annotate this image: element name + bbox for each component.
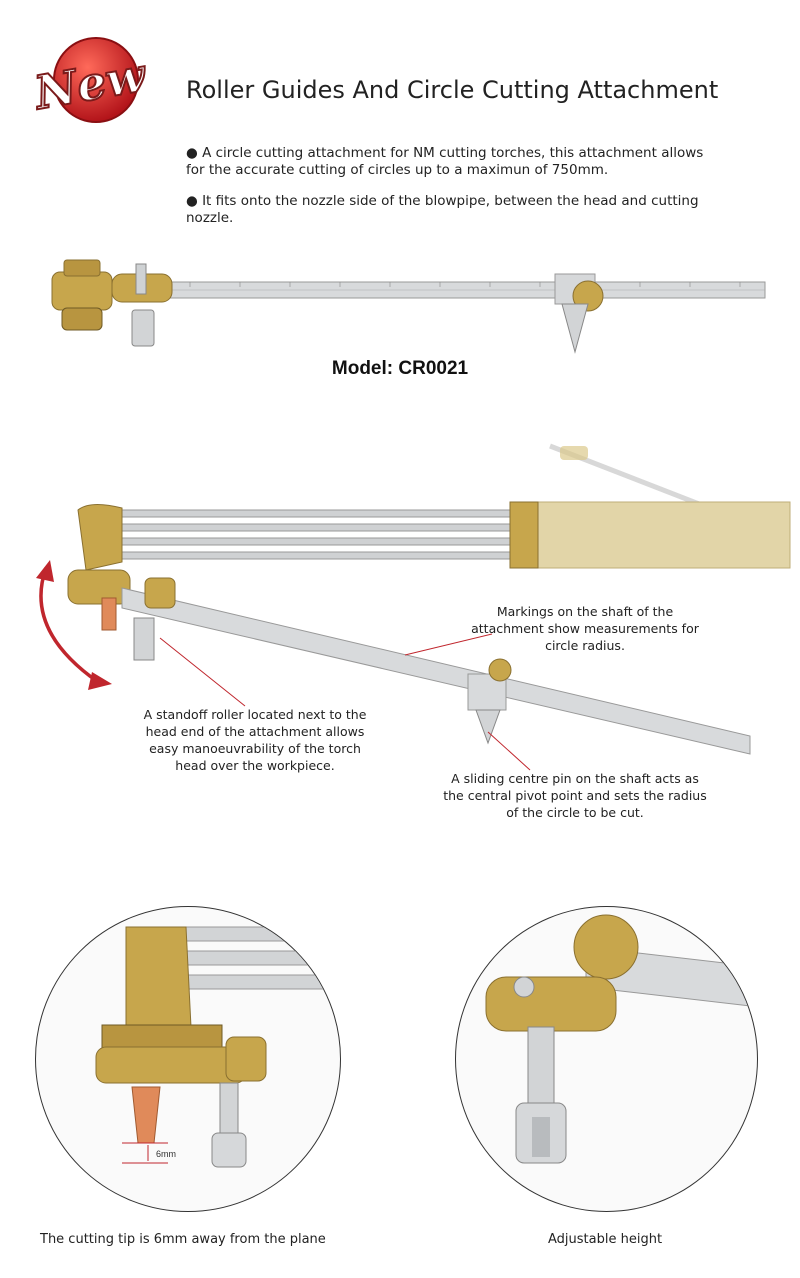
new-badge-graphic: New: [28, 37, 152, 123]
cutting-tip-illustration: 6mm: [95, 926, 340, 1168]
new-badge: New: [28, 30, 153, 125]
measure-label-6mm: 6mm: [156, 1149, 176, 1159]
rotation-arrow: [36, 560, 112, 690]
callout-markings: Markings on the shaft of the attachment …: [471, 604, 699, 653]
detail-circle-cutting-tip: 6mm: [35, 906, 341, 1212]
description-bullet-1: ● A circle cutting attachment for NM cut…: [186, 145, 704, 178]
caption-adjustable-height: Adjustable height: [548, 1232, 663, 1247]
detail-circle-height: [455, 906, 758, 1212]
callout-pin: A sliding centre pin on the shaft acts a…: [443, 771, 707, 820]
product-image-attachment: [51, 259, 766, 354]
product-image-torch: [67, 443, 791, 755]
description-bullet-2: ● It fits onto the nozzle side of the bl…: [186, 193, 699, 226]
caption-cutting-tip: The cutting tip is 6mm away from the pla…: [40, 1232, 326, 1247]
callout-roller: A standoff roller located next to the he…: [143, 707, 367, 773]
adjustable-height-illustration: [485, 914, 757, 1164]
model-label: Model: CR0021: [331, 358, 469, 379]
page-title: Roller Guides And Circle Cutting Attachm…: [186, 76, 719, 104]
